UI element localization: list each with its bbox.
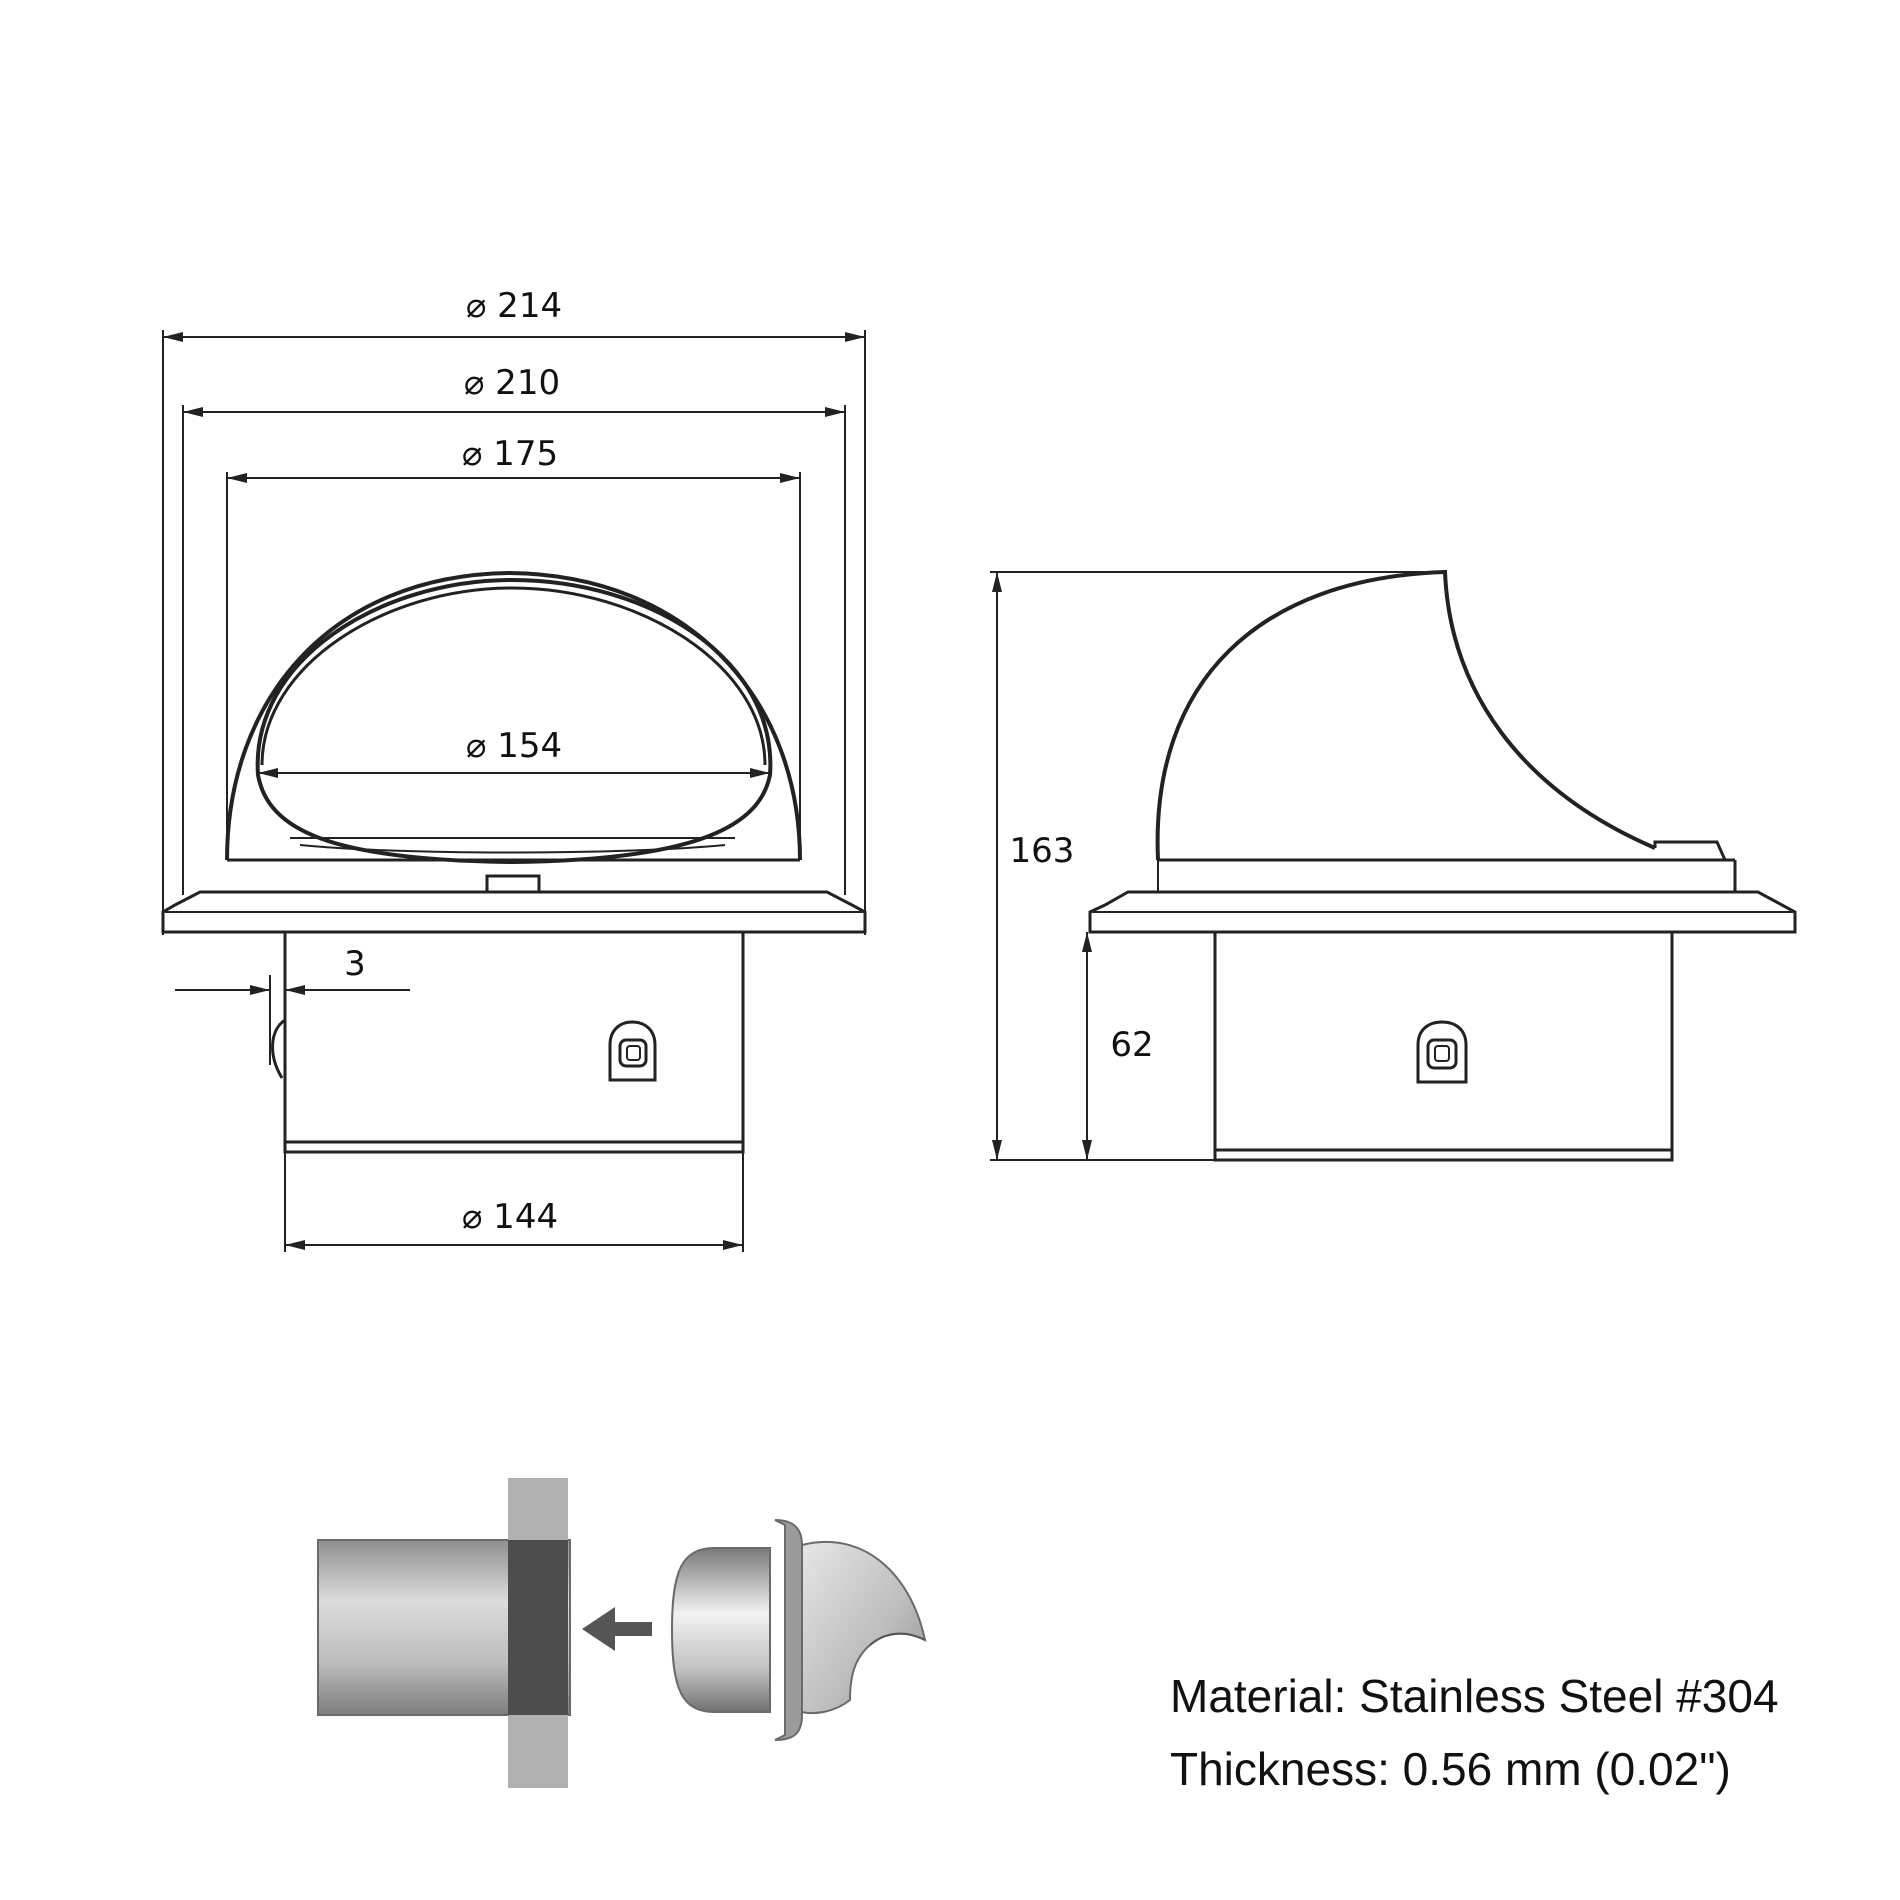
hood-outline xyxy=(225,570,802,861)
spec-material: Material: Stainless Steel #304 xyxy=(1170,1670,1779,1722)
hood-tab xyxy=(485,874,541,894)
installation-illustration xyxy=(317,1478,927,1788)
dim-label-62: 62 xyxy=(1110,1025,1153,1065)
dim-label-144: ⌀ 144 xyxy=(462,1197,558,1237)
spec-thickness: Thickness: 0.56 mm (0.02") xyxy=(1170,1743,1731,1795)
side-flange xyxy=(1088,890,1797,934)
dim-label-175: ⌀ 175 xyxy=(462,434,558,474)
dim-label-210: ⌀ 210 xyxy=(464,363,560,403)
hood-opening xyxy=(255,577,773,865)
latch-icon xyxy=(608,1020,657,1082)
insert-arrow-icon xyxy=(582,1607,652,1651)
dim-label-3: 3 xyxy=(344,944,366,984)
side-latch-icon xyxy=(1416,1020,1468,1084)
dim-label-163: 163 xyxy=(1010,831,1075,871)
wall-core xyxy=(508,1540,568,1715)
front-view: ⌀ 214 ⌀ 210 ⌀ 175 ⌀ 154 xyxy=(161,286,867,1252)
side-view: 163 62 xyxy=(990,569,1797,1162)
duct-clip xyxy=(271,1018,286,1079)
vent-hood xyxy=(801,1540,927,1715)
duct-body xyxy=(283,932,745,1154)
dim-label-154: ⌀ 154 xyxy=(466,726,562,766)
vent-duct xyxy=(670,1547,771,1713)
dim-label-214: ⌀ 214 xyxy=(466,286,562,326)
flange-plate xyxy=(161,890,867,934)
side-duct-body xyxy=(1213,932,1674,1162)
vent-flange xyxy=(774,1519,803,1741)
side-hood-profile xyxy=(1155,569,1656,861)
